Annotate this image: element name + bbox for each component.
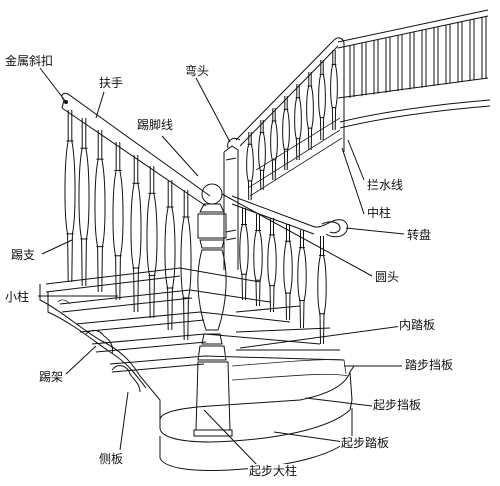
starting-step [159,359,355,471]
front-baluster [267,218,271,313]
label-starting-tread: 起步踏板 [340,436,391,450]
upper-baluster [282,96,286,171]
upper-baluster [262,120,266,191]
upper-baluster [250,132,254,201]
upper-baluster [310,72,314,151]
upper-baluster [258,120,262,191]
label-side-board: 侧板 [98,452,125,466]
leader-lines [38,67,405,467]
side-board [39,284,161,420]
front-handrail [231,195,349,345]
upper-baluster [270,108,274,181]
lower-baluster [71,110,76,283]
upper-baluster [318,60,322,141]
front-baluster [239,208,243,301]
label-middle-post: 中柱 [366,206,393,220]
front-baluster [273,218,277,313]
upper-handrail [235,37,345,201]
lower-balusters [64,110,192,341]
lower-baluster [187,190,192,341]
front-baluster [259,214,263,307]
label-volute: 转盘 [406,228,433,242]
upper-baluster [274,108,278,181]
upper-baluster [246,132,250,201]
label-handrail: 扶手 [98,76,125,90]
starting-newel [193,183,233,437]
label-small-post: 小柱 [4,290,31,304]
lower-baluster [171,180,176,331]
label-water-line: 拦水线 [366,178,405,192]
lower-baluster [146,166,151,319]
lower-baluster [94,130,99,293]
front-baluster [317,236,321,345]
label-kick-line: 踢脚线 [136,118,175,132]
label-baluster-support: 踢支 [10,248,37,262]
steps [45,267,345,373]
lower-baluster [85,118,90,287]
lower-baluster [153,166,158,319]
upper-landing [337,9,491,129]
front-baluster [245,208,249,301]
front-baluster [283,224,287,321]
front-baluster [253,214,257,307]
upper-baluster [334,50,338,131]
lower-baluster [180,190,185,341]
upper-baluster [286,96,290,171]
label-inner-tread: 内踏板 [398,318,437,332]
rear-balusters [349,16,487,98]
label-stringer-frame: 踢架 [38,370,65,384]
lower-baluster [137,155,142,313]
lower-baluster [119,142,124,301]
lower-baluster [78,118,83,287]
lower-baluster [164,180,169,331]
lower-baluster [101,130,106,293]
front-balusters [239,208,327,345]
lower-baluster [130,155,135,313]
label-riser-board: 踏步挡板 [404,358,455,372]
label-starting-riser: 起步挡板 [372,398,423,412]
label-metal-clip: 金属斜扣 [4,54,55,68]
upper-balusters [246,50,338,201]
label-gooseneck: 弯头 [184,64,211,78]
upper-baluster [330,50,334,131]
upper-baluster [294,84,298,161]
upper-baluster [298,84,302,161]
lower-baluster [112,142,117,301]
front-baluster [289,224,293,321]
front-baluster [297,230,301,329]
lower-handrail [61,93,211,207]
label-round-cap: 圆头 [374,270,401,284]
lower-baluster [64,110,69,283]
label-starting-newel: 起步大柱 [248,464,299,478]
front-baluster [303,230,307,329]
